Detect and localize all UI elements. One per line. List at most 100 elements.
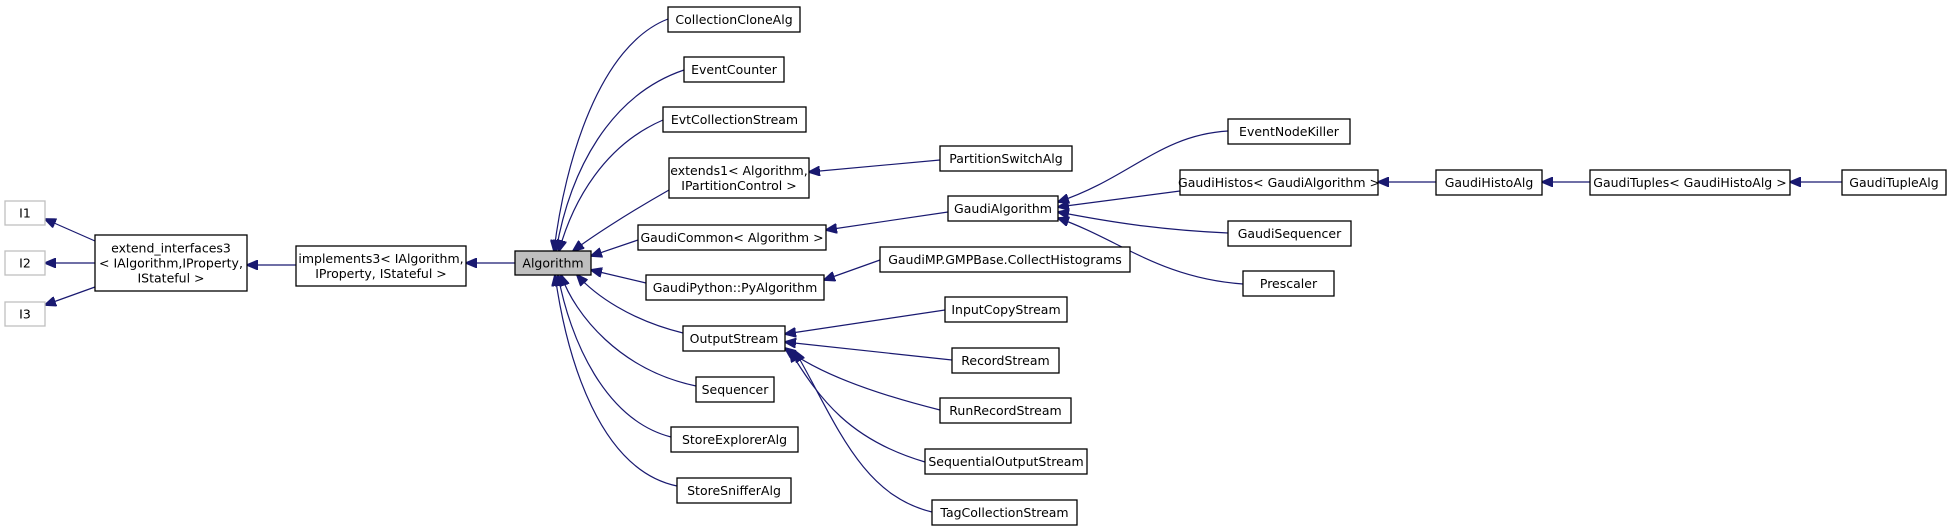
edge-sequencer-to-algorithm <box>561 275 697 387</box>
edge-gaudi-common-to-algorithm <box>591 239 639 256</box>
edge-gaudimp-collect-histograms-to-gaudi-python-pyalgorithm <box>824 259 881 280</box>
class-node-gaudi-sequencer[interactable]: GaudiSequencer <box>1227 220 1352 247</box>
class-label: OutputStream <box>690 331 779 346</box>
class-box <box>4 200 46 226</box>
edge-extends1-to-algorithm <box>573 189 670 251</box>
class-node-extend-interfaces3[interactable]: extend_interfaces3< IAlgorithm,IProperty… <box>94 234 248 292</box>
edge-gaudi-sequencer-to-gaudi-algorithm <box>1058 212 1229 234</box>
class-label: EvtCollectionStream <box>671 112 798 127</box>
class-node-gaudimp-collect-histograms[interactable]: GaudiMP.GMPBase.CollectHistograms <box>879 246 1131 273</box>
edge-input-copy-stream-to-output-stream <box>785 309 946 334</box>
inheritance-edges <box>45 18 1842 513</box>
class-label: PartitionSwitchAlg <box>949 151 1062 166</box>
class-box <box>951 347 1060 374</box>
class-label: GaudiSequencer <box>1238 226 1342 241</box>
edge-store-sniffer-alg-to-algorithm <box>555 275 678 487</box>
class-node-event-node-killer[interactable]: EventNodeKiller <box>1227 118 1351 145</box>
class-node-evt-collection-stream[interactable]: EvtCollectionStream <box>662 106 807 133</box>
class-box <box>695 376 775 403</box>
class-node-gaudi-algorithm[interactable]: GaudiAlgorithm <box>947 195 1059 222</box>
class-label: CollectionCloneAlg <box>675 12 792 27</box>
class-label: RunRecordStream <box>949 403 1061 418</box>
class-box <box>4 301 46 327</box>
class-node-gaudi-tuple-alg[interactable]: GaudiTupleAlg <box>1841 169 1947 196</box>
class-box <box>879 246 1131 273</box>
edge-collection-clone-alg-to-algorithm <box>554 18 669 251</box>
class-label: StoreSnifferAlg <box>687 483 781 498</box>
class-node-algorithm[interactable]: Algorithm <box>514 250 592 276</box>
edge-sequential-output-stream-to-output-stream <box>790 351 926 463</box>
class-node-event-counter[interactable]: EventCounter <box>683 56 785 83</box>
class-node-output-stream[interactable]: OutputStream <box>682 325 786 352</box>
class-box <box>947 195 1059 222</box>
class-node-i3: I3 <box>4 301 46 327</box>
class-node-input-copy-stream[interactable]: InputCopyStream <box>944 296 1068 323</box>
class-node-extends1[interactable]: extends1< Algorithm,IPartitionControl > <box>668 157 810 199</box>
class-box <box>94 234 248 292</box>
class-node-store-sniffer-alg[interactable]: StoreSnifferAlg <box>676 477 792 504</box>
class-box <box>670 426 799 453</box>
class-label: RecordStream <box>961 353 1049 368</box>
class-node-tag-collection-stream[interactable]: TagCollectionStream <box>931 499 1078 526</box>
edge-extend-interfaces3-to-i3 <box>45 286 96 305</box>
class-label: < IAlgorithm,IProperty, <box>99 256 243 271</box>
class-label: extends1< Algorithm, <box>670 163 807 178</box>
class-label: GaudiMP.GMPBase.CollectHistograms <box>888 252 1122 267</box>
class-node-gaudi-histo-alg[interactable]: GaudiHistoAlg <box>1435 169 1543 196</box>
edge-event-counter-to-algorithm <box>556 69 685 251</box>
class-box <box>1841 169 1947 196</box>
class-node-i2: I2 <box>4 250 46 276</box>
class-label: StoreExplorerAlg <box>682 432 787 447</box>
class-box <box>676 477 792 504</box>
class-box <box>1589 169 1791 196</box>
class-node-implements3[interactable]: implements3< IAlgorithm,IProperty, IStat… <box>295 245 467 287</box>
class-box <box>683 56 785 83</box>
class-box <box>1435 169 1543 196</box>
class-node-store-explorer-alg[interactable]: StoreExplorerAlg <box>670 426 799 453</box>
class-box <box>645 274 825 301</box>
edge-partition-switch-alg-to-extends1 <box>809 159 941 172</box>
edge-evt-collection-stream-to-algorithm <box>559 119 664 251</box>
class-node-collection-clone-alg[interactable]: CollectionCloneAlg <box>667 6 801 33</box>
class-label: EventNodeKiller <box>1239 124 1340 139</box>
class-box <box>1179 169 1379 196</box>
class-label: GaudiHistoAlg <box>1445 175 1534 190</box>
class-box <box>637 224 827 251</box>
class-box <box>939 397 1072 424</box>
class-label: I3 <box>19 307 31 322</box>
class-box <box>4 250 46 276</box>
class-node-record-stream[interactable]: RecordStream <box>951 347 1060 374</box>
class-box <box>931 499 1078 526</box>
class-node-gaudi-python-pyalgorithm[interactable]: GaudiPython::PyAlgorithm <box>645 274 825 301</box>
class-node-gaudi-tuples[interactable]: GaudiTuples< GaudiHistoAlg > <box>1589 169 1791 196</box>
class-box <box>662 106 807 133</box>
class-label: GaudiTupleAlg <box>1849 175 1938 190</box>
edge-tag-collection-stream-to-output-stream <box>795 351 933 513</box>
class-label: I1 <box>19 206 31 221</box>
class-label: IProperty, IStateful > <box>315 266 447 281</box>
class-node-partition-switch-alg[interactable]: PartitionSwitchAlg <box>939 145 1073 172</box>
class-node-run-record-stream[interactable]: RunRecordStream <box>939 397 1072 424</box>
class-label: GaudiAlgorithm <box>954 201 1052 216</box>
class-label: Algorithm <box>522 256 583 271</box>
class-label: GaudiTuples< GaudiHistoAlg > <box>1593 175 1786 190</box>
class-box <box>1227 118 1351 145</box>
class-box <box>514 250 592 276</box>
class-box <box>1242 270 1335 297</box>
class-node-sequential-output-stream[interactable]: SequentialOutputStream <box>924 448 1088 475</box>
class-label: TagCollectionStream <box>939 505 1068 520</box>
class-node-prescaler[interactable]: Prescaler <box>1242 270 1335 297</box>
class-label: Prescaler <box>1260 276 1318 291</box>
class-box <box>667 6 801 33</box>
edge-gaudi-histos-to-gaudi-algorithm <box>1058 190 1181 207</box>
class-label: GaudiCommon< Algorithm > <box>640 230 823 245</box>
edge-prescaler-to-gaudi-algorithm <box>1058 218 1244 285</box>
edge-gaudi-algorithm-to-gaudi-common <box>826 211 949 230</box>
class-label: IStateful > <box>137 271 204 286</box>
edge-gaudi-python-pyalgorithm-to-algorithm <box>591 270 647 284</box>
class-node-gaudi-common[interactable]: GaudiCommon< Algorithm > <box>637 224 827 251</box>
class-node-gaudi-histos[interactable]: GaudiHistos< GaudiAlgorithm > <box>1178 169 1380 196</box>
class-node-sequencer[interactable]: Sequencer <box>695 376 775 403</box>
